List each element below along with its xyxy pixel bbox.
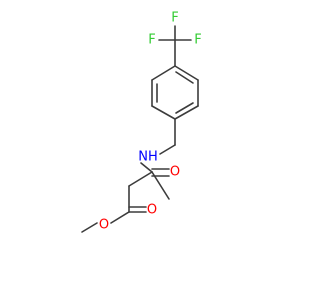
atom-o-ether: O: [99, 218, 109, 233]
bond-ring-double-b: [175, 102, 194, 114]
bond-amide-c-ch2: [128, 171, 153, 187]
bond-ring-4: [151, 105, 176, 120]
atom-o-amide: O: [170, 165, 180, 180]
bond-nh-amide-c: [140, 162, 153, 173]
bond-ester-c-oether: [110, 211, 130, 224]
atom-o-carbonyl: O: [147, 203, 157, 218]
atom-f-top: F: [171, 11, 178, 26]
bonds: [81, 25, 199, 233]
bond-ch2-nh: [159, 144, 176, 155]
bond-ring-6: [151, 65, 176, 81]
atom-f-right: F: [194, 33, 201, 48]
atom-labels: F F F NH O O O: [99, 11, 202, 233]
bond-ring-double-a: [175, 71, 194, 84]
molecule-structure-diagram: F F F NH O O O: [81, 11, 202, 233]
bond-ring-1: [174, 65, 199, 81]
atom-nh: NH: [138, 150, 158, 165]
bond-oether-ch3: [81, 222, 98, 233]
atom-f-left: F: [148, 33, 155, 48]
bond-ring-3: [174, 105, 199, 120]
